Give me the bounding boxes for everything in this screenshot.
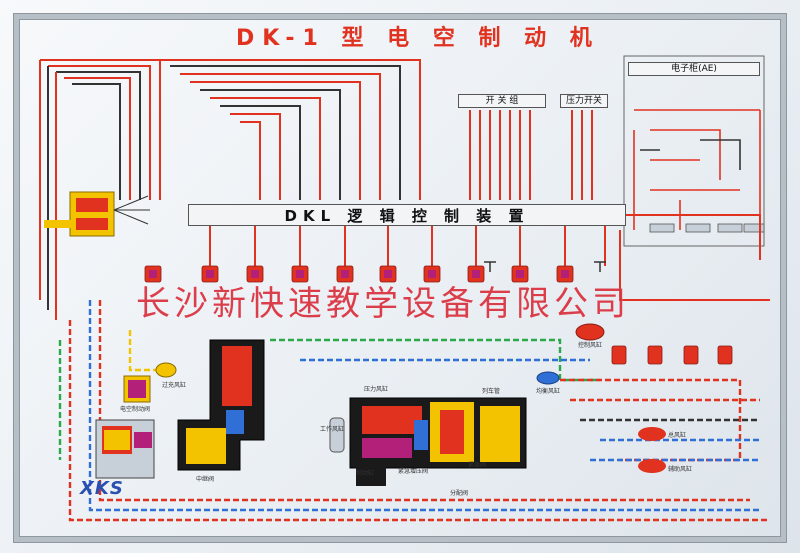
- overcharge-reservoir-label: 过充风缸: [162, 382, 187, 389]
- control-reservoir-label: 控制风缸: [578, 342, 603, 349]
- pipe-valve-assembly: [44, 191, 150, 237]
- control-wire-bundle: [39, 59, 421, 320]
- air-pipes: [58, 300, 770, 522]
- board-title: DK-1 型 电 空 制 动 机: [236, 26, 600, 51]
- equalizing-reservoir-label: 均衡风缸: [536, 388, 561, 395]
- distributor-valve-label: 分配阀: [450, 490, 469, 497]
- brake-pipe-label: 列车管: [482, 388, 501, 395]
- brake-valve-assembly: [95, 375, 155, 479]
- pressure-switch-label: 压力开关: [560, 94, 608, 108]
- relay-valve-assembly: [177, 339, 265, 471]
- brake-valve-label: 电空制动阀: [120, 406, 151, 413]
- emergency-reservoir-label: 紧急增压阀: [398, 468, 429, 475]
- main-reservoir-label: 总风缸: [668, 432, 687, 439]
- switch-group-label: 开 关 组: [458, 94, 546, 108]
- reservoirs: [155, 323, 666, 473]
- cabinet-circuit: [633, 109, 761, 240]
- pressure-reservoir-label: 压力风缸: [364, 386, 389, 393]
- pressure-switches: [484, 261, 606, 272]
- solenoid-valves: [144, 265, 733, 365]
- electronic-cabinet-label: 电子柜(AE): [628, 62, 760, 76]
- dkl-logic-controller: DKL 逻 辑 控 制 装 置: [188, 204, 626, 226]
- company-logo: XKS: [80, 478, 124, 499]
- auxiliary-reservoir-label: 辅助风缸: [668, 466, 693, 473]
- relay-valve-label: 中继阀: [196, 476, 215, 483]
- electronic-cabinet-outline: [623, 55, 765, 247]
- company-watermark: 长沙新快速教学设备有限公司: [136, 284, 630, 324]
- controller-output-wires: [209, 214, 770, 301]
- board-frame: [14, 14, 786, 542]
- work-reservoir-label: 工作风缸: [320, 426, 345, 433]
- switch-group-wires: [469, 110, 593, 200]
- emergency-valve-label: 紧急阀: [468, 462, 487, 469]
- cabinet-relays: [649, 223, 765, 233]
- distributor-valve-assembly: [349, 397, 527, 486]
- brake-cylinder-label: 制动缸: [356, 470, 375, 477]
